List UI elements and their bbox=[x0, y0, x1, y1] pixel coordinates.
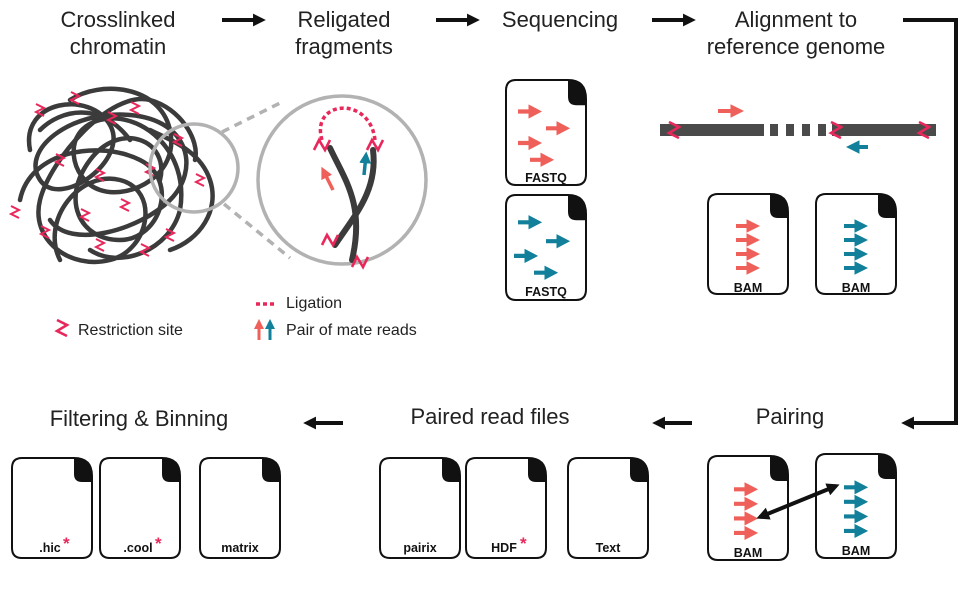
pairix-file-label: pairix bbox=[403, 541, 436, 555]
religated-fragment-detail bbox=[312, 106, 385, 269]
step-title-pairing: Pairing bbox=[756, 404, 824, 429]
chromatin-tangle bbox=[17, 86, 215, 265]
step-title-crosslinked-line2: chromatin bbox=[70, 34, 167, 59]
matrix-file-label: matrix bbox=[221, 541, 259, 555]
reference-genome-track bbox=[660, 104, 936, 154]
step-title-paired-read-files: Paired read files bbox=[411, 404, 570, 429]
flow-connector-right bbox=[901, 18, 958, 430]
step-title-alignment-line2: reference genome bbox=[707, 34, 886, 59]
step-title-alignment-line1: Alignment to bbox=[735, 7, 857, 32]
legend-ligation-label: Ligation bbox=[286, 295, 342, 312]
step-title-crosslinked-line1: Crosslinked bbox=[61, 7, 176, 32]
pairing-bam-file-red-label: BAM bbox=[734, 546, 762, 560]
zoom-line-top bbox=[221, 100, 283, 134]
fastq-file-teal-label: FASTQ bbox=[525, 285, 567, 299]
text-file-label: Text bbox=[596, 541, 622, 555]
ligation-dotted-arc bbox=[318, 106, 377, 141]
mate-read-teal-arrow bbox=[359, 151, 372, 176]
bam-file-red bbox=[707, 193, 789, 295]
step-title-sequencing: Sequencing bbox=[502, 7, 618, 32]
bam-file-red-label: BAM bbox=[734, 281, 762, 295]
legend-mate-reads-label: Pair of mate reads bbox=[286, 322, 417, 339]
zoom-circle-large bbox=[256, 94, 428, 266]
zoom-line-bottom bbox=[222, 202, 292, 260]
fastq-file-red bbox=[504, 78, 588, 187]
hic-file-label: .hic bbox=[39, 541, 61, 555]
hic-asterisk: * bbox=[63, 534, 70, 553]
step-title-religated-line2: fragments bbox=[295, 34, 393, 59]
hdf-asterisk: * bbox=[520, 534, 527, 553]
pairing-bam-file-teal-label: BAM bbox=[842, 544, 870, 558]
zoom-circle-small bbox=[148, 122, 240, 214]
legend-restriction-site-icon bbox=[55, 318, 69, 338]
hdf-file-label: HDF bbox=[491, 541, 517, 555]
step-title-religated-line1: Religated bbox=[298, 7, 391, 32]
legend-mate-reads-icon bbox=[253, 318, 276, 340]
cool-asterisk: * bbox=[155, 534, 162, 553]
cool-file-label: .cool bbox=[123, 541, 152, 555]
pairing-bam-file-red bbox=[706, 454, 790, 562]
pairing-bam-file-teal bbox=[814, 452, 898, 560]
mate-read-red-arrow bbox=[321, 166, 335, 191]
bam-file-teal-label: BAM bbox=[842, 281, 870, 295]
pairing-double-arrow bbox=[756, 483, 840, 520]
step-title-filtering-binning: Filtering & Binning bbox=[50, 406, 229, 431]
fastq-file-red-label: FASTQ bbox=[525, 171, 567, 185]
bam-file-teal bbox=[815, 193, 897, 295]
legend-restriction-site-label: Restriction site bbox=[78, 322, 183, 339]
